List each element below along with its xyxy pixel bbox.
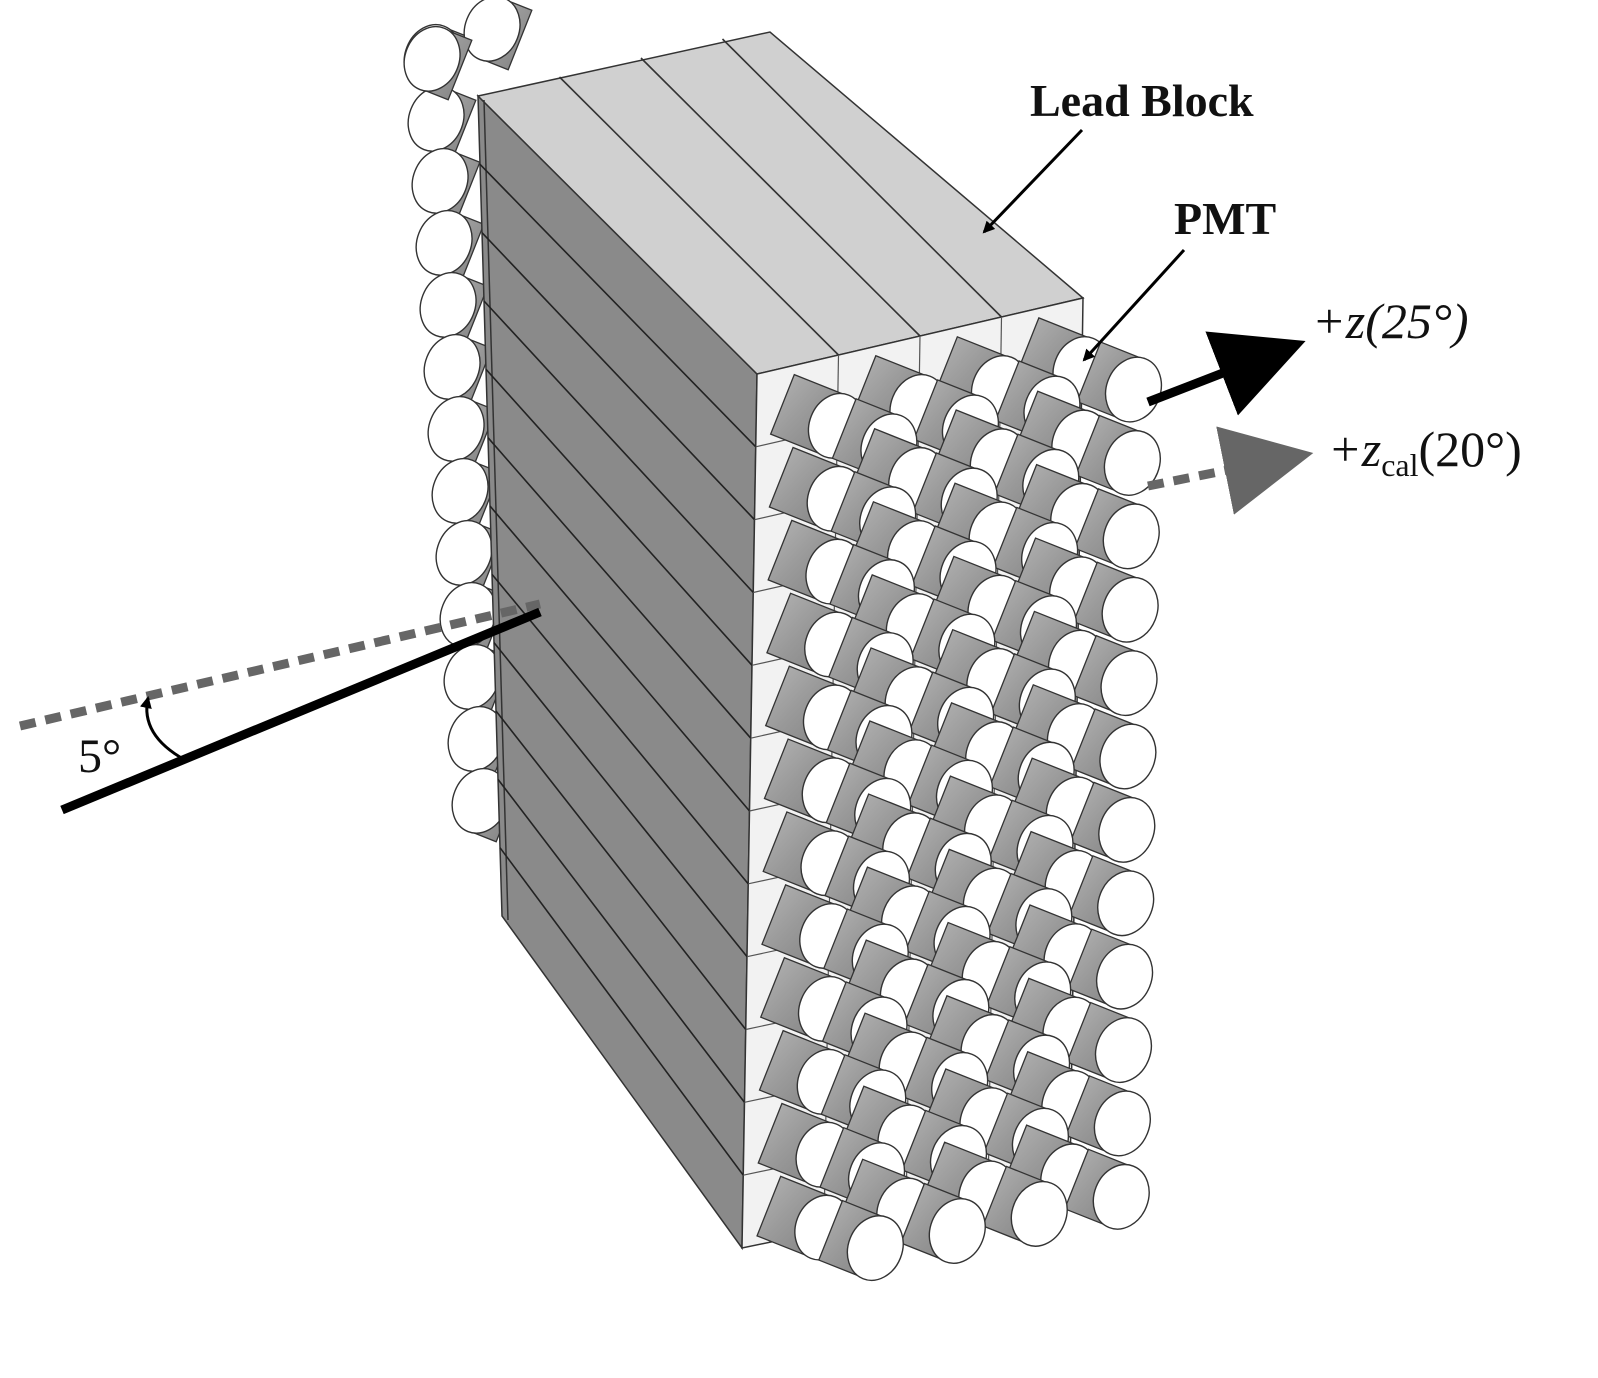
pmt-pointer	[1082, 248, 1186, 362]
pmt-housing	[758, 1029, 854, 1115]
pmt-face	[1095, 943, 1154, 1010]
module-separator-left	[493, 642, 748, 958]
rear-pmt	[419, 271, 489, 347]
angle-arc	[140, 696, 186, 762]
pmt-face	[1103, 430, 1161, 496]
module-separator-left	[487, 437, 752, 739]
pmt-face	[1092, 1163, 1150, 1230]
beam-solid-line	[60, 607, 542, 815]
rear-pmt	[463, 0, 533, 71]
zcal-axis-label: +zcal(20°)	[1328, 421, 1522, 483]
rear-pmt	[403, 25, 473, 101]
pmt-tube	[1068, 854, 1155, 937]
pmt-face	[846, 1215, 904, 1282]
pmt-tube	[1070, 708, 1157, 790]
rear-pmt	[427, 395, 497, 471]
pmt-face	[1100, 650, 1158, 717]
zcal-axis-arrow	[1147, 426, 1314, 515]
module-separator-left	[489, 505, 751, 812]
module-separator-top	[640, 57, 921, 337]
module-separator-left	[491, 573, 749, 885]
module-separator-left	[485, 368, 753, 666]
lead-block-label: Lead Block	[1030, 75, 1254, 126]
pmt-face	[411, 147, 469, 214]
rear-pmt	[415, 209, 485, 285]
zcal-axis-suffix: (20°)	[1419, 421, 1522, 477]
module-separator-left	[481, 232, 756, 521]
pmt-housing	[759, 956, 856, 1042]
module-separator-left	[497, 778, 746, 1103]
pmt-housing	[763, 738, 859, 824]
z-axis-label: +z(25°)	[1312, 293, 1469, 349]
module-separator-left	[483, 300, 754, 594]
pmt-tube	[1072, 561, 1159, 643]
pmt-face	[419, 271, 477, 338]
pmt-tube	[1069, 781, 1156, 863]
rear-pmt	[423, 333, 493, 409]
pmt-face	[403, 25, 461, 92]
rear-pmt	[407, 85, 477, 161]
pmt-face	[463, 0, 521, 62]
pmt-tube	[1063, 1148, 1150, 1230]
pmt-face	[1102, 503, 1160, 570]
angle-label: 5°	[78, 730, 121, 783]
pmt-face	[423, 333, 481, 400]
pmt-face	[427, 395, 485, 462]
lead-block-pointer	[982, 128, 1084, 234]
pmt-face	[1010, 1180, 1068, 1247]
module-separator-left	[499, 847, 744, 1176]
pmt-face	[415, 209, 473, 276]
module-separator-top	[558, 76, 840, 356]
front-pmt-group	[756, 317, 1163, 1282]
zcal-axis-subscript: cal	[1381, 447, 1418, 483]
pmt-tube	[1075, 414, 1161, 496]
pmt-face	[1093, 1090, 1151, 1157]
pmt-tube	[817, 1199, 904, 1282]
block-edge-strip	[483, 99, 509, 921]
pmt-face	[1094, 1017, 1153, 1083]
pmt-tube	[1067, 928, 1154, 1010]
beam-reference-dashed-line	[18, 599, 542, 731]
rear-pmt	[411, 147, 481, 223]
pmt-label: PMT	[1174, 193, 1276, 244]
rear-pmt	[431, 457, 501, 533]
module-separator-left	[495, 710, 747, 1030]
pmt-face	[1099, 723, 1157, 790]
z-axis-arrow	[1146, 331, 1306, 416]
pmt-tube	[899, 1182, 986, 1264]
pmt-face	[1098, 796, 1156, 863]
module-separator-left	[479, 163, 757, 448]
module-separator-top	[721, 38, 1003, 318]
pmt-tube	[1065, 1075, 1151, 1157]
pmt-tube	[981, 1165, 1068, 1247]
zcal-axis-prefix: +z	[1328, 421, 1381, 477]
pmt-tube	[1066, 1001, 1153, 1083]
pmt-housing	[761, 883, 857, 969]
pmt-face	[1097, 870, 1155, 937]
axes	[18, 128, 1314, 815]
pmt-tube	[1073, 488, 1160, 570]
pmt-face	[928, 1198, 986, 1264]
pmt-face	[431, 457, 489, 524]
pmt-tube	[1071, 634, 1158, 717]
pmt-face	[1101, 576, 1159, 643]
pmt-face	[435, 519, 493, 586]
